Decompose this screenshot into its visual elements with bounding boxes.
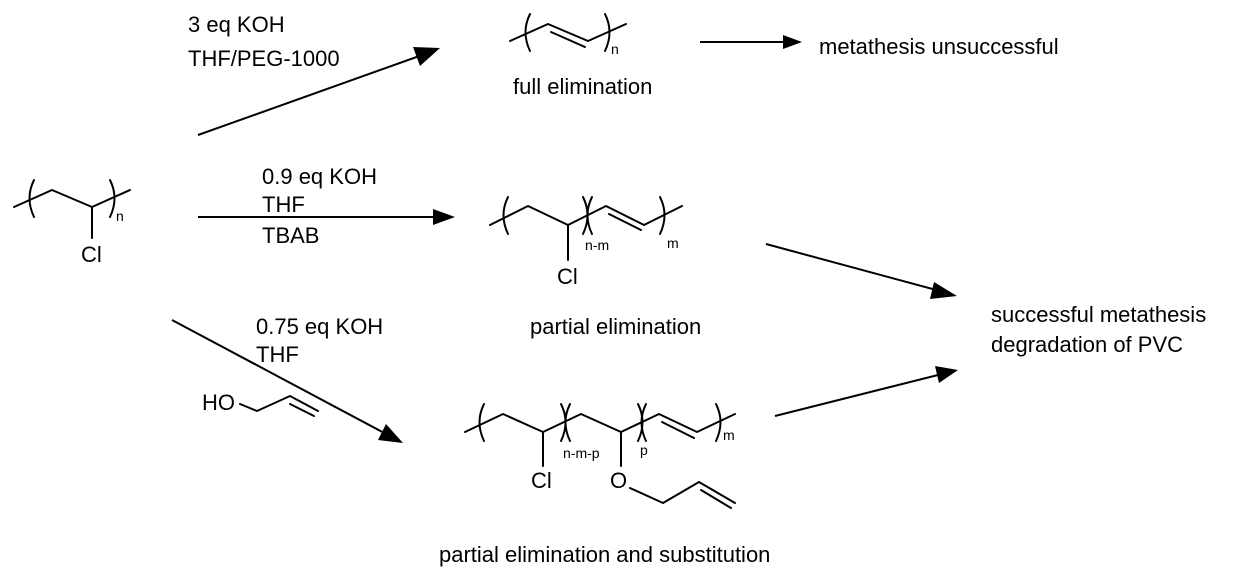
polyene-chain xyxy=(509,23,627,42)
top-conditions-2: THF/PEG-1000 xyxy=(188,46,340,71)
middle-arrow-head xyxy=(433,209,455,225)
partial-double-bond xyxy=(608,213,642,231)
full-elimination-label: full elimination xyxy=(513,74,652,99)
success-arrow-upper-line xyxy=(765,243,941,292)
polyene-subscript: n xyxy=(611,41,619,57)
bottom-arrow-head xyxy=(378,424,403,443)
allyl-alcohol-structure: HO xyxy=(202,390,319,417)
substituted-subscript-p: p xyxy=(640,442,648,458)
degradation-label: degradation of PVC xyxy=(991,332,1183,357)
middle-route: 0.9 eq KOH THF TBAB xyxy=(198,164,455,248)
allyl-ether-double-bond xyxy=(700,489,732,509)
polyene-bracket-right xyxy=(604,13,611,52)
partial-subscript-n-m: n-m xyxy=(585,237,609,253)
substituted-subscript-m: m xyxy=(723,427,735,443)
substituted-bracket-1 xyxy=(478,403,485,442)
top-route: 3 eq KOH THF/PEG-1000 xyxy=(188,12,440,136)
success-arrow-lower-head xyxy=(935,366,958,383)
substituted-bracket-6 xyxy=(715,403,722,442)
substituted-structure: n-m-p p m Cl O partial elimination and s… xyxy=(439,403,770,567)
partial-bracket-1 xyxy=(502,196,509,235)
allyl-alcohol-double-bond xyxy=(289,403,315,417)
substituted-chlorine: Cl xyxy=(531,468,552,493)
pvc-structure: Cl n xyxy=(13,179,131,267)
allyl-alcohol-chain xyxy=(239,395,319,412)
bottom-conditions-2: THF xyxy=(256,342,299,367)
success-arrow-lower-line xyxy=(774,373,943,417)
top-arrow-line xyxy=(197,53,426,136)
bottom-conditions-1: 0.75 eq KOH xyxy=(256,314,383,339)
substituted-chain xyxy=(464,413,736,433)
middle-conditions-2: THF xyxy=(262,192,305,217)
polyene-double-bond xyxy=(550,31,586,48)
substituted-double-bond xyxy=(661,421,695,439)
partial-subscript-m: m xyxy=(667,235,679,251)
success-arrow-upper-head xyxy=(930,282,957,299)
substituted-bracket-3 xyxy=(564,403,571,442)
pvc-chain xyxy=(13,189,131,208)
substituted-oxygen: O xyxy=(610,468,627,493)
substituted-bracket-5 xyxy=(640,403,647,442)
allyl-alcohol-ho: HO xyxy=(202,390,235,415)
middle-conditions-1: 0.9 eq KOH xyxy=(262,164,377,189)
success-route: successful metathesis degradation of PVC xyxy=(765,243,1206,417)
polyene-structure: n full elimination xyxy=(509,13,652,99)
bottom-route: 0.75 eq KOH THF HO xyxy=(171,314,403,443)
unsuccessful-route: metathesis unsuccessful xyxy=(700,34,1059,59)
top-arrow-head xyxy=(413,47,440,66)
pvc-bracket-left xyxy=(28,179,35,218)
partial-bracket-4 xyxy=(659,196,666,235)
substituted-subscript-n-m-p: n-m-p xyxy=(563,445,600,461)
successful-metathesis-label: successful metathesis xyxy=(991,302,1206,327)
pvc-chlorine: Cl xyxy=(81,242,102,267)
partial-bracket-3 xyxy=(586,196,593,235)
middle-conditions-3: TBAB xyxy=(262,223,319,248)
polyene-bracket-left xyxy=(524,13,531,52)
pvc-bracket-right xyxy=(109,179,116,218)
partial-elimination-label: partial elimination xyxy=(530,314,701,339)
allyl-ether-chain xyxy=(629,481,736,504)
pvc-subscript: n xyxy=(116,208,124,224)
partial-elimination-structure: n-m m Cl partial elimination xyxy=(489,196,701,339)
substitution-label: partial elimination and substitution xyxy=(439,542,770,567)
top-conditions-1: 3 eq KOH xyxy=(188,12,285,37)
bottom-arrow-line xyxy=(171,319,389,436)
unsuccessful-arrow-head xyxy=(783,35,802,49)
metathesis-unsuccessful-label: metathesis unsuccessful xyxy=(819,34,1059,59)
partial-chlorine: Cl xyxy=(557,264,578,289)
